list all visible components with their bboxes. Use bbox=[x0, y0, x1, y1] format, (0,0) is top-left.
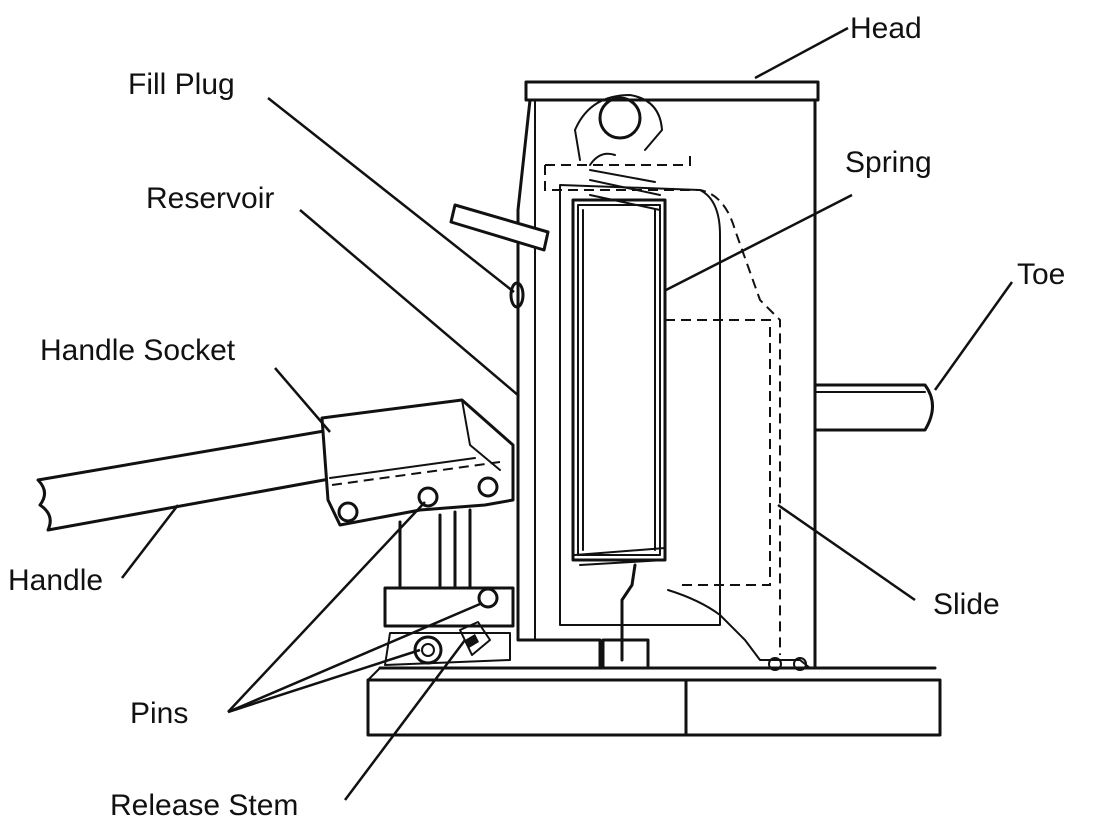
leader-fill-plug bbox=[267, 97, 515, 293]
label-handle: Handle bbox=[8, 564, 103, 597]
label-head: Head bbox=[850, 12, 922, 45]
leader-pins-1 bbox=[227, 501, 426, 713]
labels: Head Fill Plug Spring Reservoir Toe Hand… bbox=[8, 12, 1065, 822]
label-slide: Slide bbox=[933, 588, 1000, 621]
piston bbox=[571, 198, 667, 562]
head-plate bbox=[524, 80, 820, 102]
leader-release-stem bbox=[344, 639, 466, 801]
slide-outline bbox=[544, 165, 781, 655]
base-plate bbox=[366, 666, 942, 737]
label-spring: Spring bbox=[845, 146, 932, 179]
leader-toe bbox=[933, 281, 1014, 391]
leader-reservoir bbox=[299, 209, 520, 397]
toe bbox=[813, 383, 934, 432]
leader-slide bbox=[777, 503, 916, 602]
label-release-stem: Release Stem bbox=[110, 789, 298, 822]
handle-tube bbox=[36, 428, 337, 532]
label-handle-socket: Handle Socket bbox=[40, 334, 236, 367]
label-toe: Toe bbox=[1017, 258, 1065, 291]
leader-lines bbox=[121, 26, 1014, 801]
handle-socket-block bbox=[320, 398, 515, 527]
fill-plug bbox=[449, 203, 550, 309]
leader-pins-3 bbox=[227, 648, 421, 714]
label-pins: Pins bbox=[130, 697, 188, 730]
leader-head bbox=[754, 26, 849, 80]
label-reservoir: Reservoir bbox=[146, 182, 274, 215]
leader-handle bbox=[121, 504, 179, 579]
leader-handle-socket bbox=[274, 367, 331, 433]
leader-spring bbox=[665, 193, 853, 292]
label-fill-plug: Fill Plug bbox=[128, 68, 235, 101]
handle-assembly bbox=[36, 398, 515, 666]
jack-body bbox=[516, 80, 820, 671]
leader-pins-2 bbox=[227, 602, 481, 714]
